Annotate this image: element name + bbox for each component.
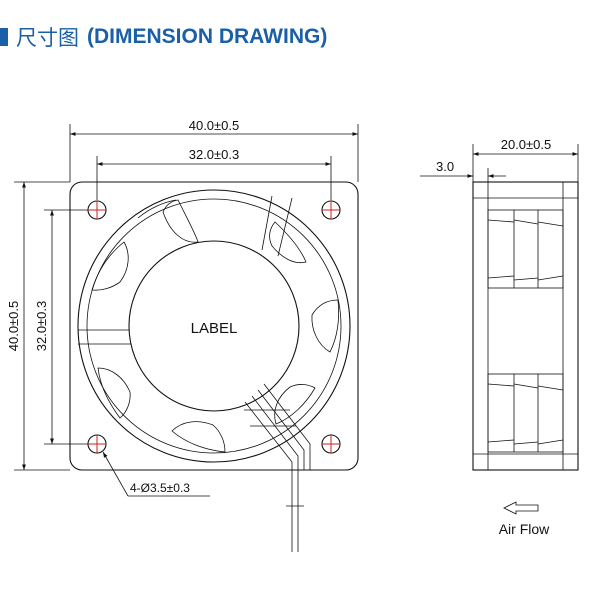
header-title-cn: 尺寸图 bbox=[16, 26, 79, 50]
mounting-hole-top-right bbox=[321, 200, 341, 220]
cable-wire bbox=[251, 395, 299, 552]
hollow-arrow-left-icon bbox=[503, 501, 539, 515]
fan-shroud-inner bbox=[86, 198, 342, 454]
dim-height-hole-pitch-label: 32.0±0.3 bbox=[34, 301, 49, 352]
dim-width-outer: 40.0±0.5 bbox=[69, 118, 359, 182]
fan-blade bbox=[171, 421, 226, 453]
dim-flange: 3.0 bbox=[420, 159, 506, 182]
hole-callout: 4-Ø3.5±0.3 bbox=[102, 451, 210, 497]
header-title-en: (DIMENSION DRAWING) bbox=[87, 25, 328, 48]
mounting-hole-top-left bbox=[87, 200, 107, 220]
cable-wire bbox=[263, 383, 311, 470]
header-square-icon bbox=[0, 28, 8, 46]
mounting-hole-bottom-left bbox=[87, 434, 107, 454]
dim-width-hole-pitch: 32.0±0.3 bbox=[96, 147, 332, 200]
front-view: LABEL 40.0±0.5 32.0±0.3 40.0±0.5 32. bbox=[6, 118, 359, 552]
strut bbox=[261, 195, 273, 251]
fan-blade bbox=[97, 367, 131, 419]
airflow-label: Air Flow bbox=[499, 521, 550, 537]
cable-wire bbox=[257, 389, 305, 470]
fan-struts bbox=[78, 195, 293, 345]
mounting-hole-bottom-right bbox=[321, 434, 341, 454]
fan-blade-edge bbox=[137, 199, 177, 219]
side-body-outline bbox=[472, 181, 579, 471]
strut bbox=[277, 197, 293, 257]
fan-blade bbox=[162, 199, 199, 243]
dim-height-outer: 40.0±0.5 bbox=[6, 181, 70, 471]
mounting-holes bbox=[87, 200, 341, 454]
dim-flange-label: 3.0 bbox=[436, 159, 454, 174]
dim-width-outer-label: 40.0±0.5 bbox=[189, 118, 240, 133]
fan-blade bbox=[91, 241, 129, 291]
dim-height-outer-label: 40.0±0.5 bbox=[6, 301, 21, 352]
fan-blade bbox=[311, 299, 339, 353]
fan-frame-outline bbox=[69, 181, 359, 471]
section-header: 尺寸图 (DIMENSION DRAWING) bbox=[0, 22, 327, 52]
fan-blades bbox=[91, 199, 339, 453]
fan-cable bbox=[244, 383, 311, 552]
hub-label: LABEL bbox=[191, 320, 238, 337]
dim-depth: 20.0±0.5 bbox=[472, 137, 579, 182]
fan-blade bbox=[269, 221, 307, 264]
dim-depth-label: 20.0±0.5 bbox=[501, 137, 552, 152]
fan-hub bbox=[128, 240, 300, 412]
fan-blade bbox=[274, 384, 316, 425]
fan-shroud-outer bbox=[77, 189, 351, 463]
airflow-indicator: Air Flow bbox=[499, 501, 550, 537]
dim-height-hole-pitch: 32.0±0.3 bbox=[34, 209, 88, 445]
hole-callout-label: 4-Ø3.5±0.3 bbox=[130, 481, 190, 495]
dim-width-hole-pitch-label: 32.0±0.3 bbox=[189, 147, 240, 162]
side-blades-upper bbox=[487, 209, 564, 289]
side-view: 20.0±0.5 3.0 Air Flow bbox=[420, 137, 579, 537]
cable-wire bbox=[244, 401, 293, 552]
side-blades-lower bbox=[487, 373, 564, 453]
